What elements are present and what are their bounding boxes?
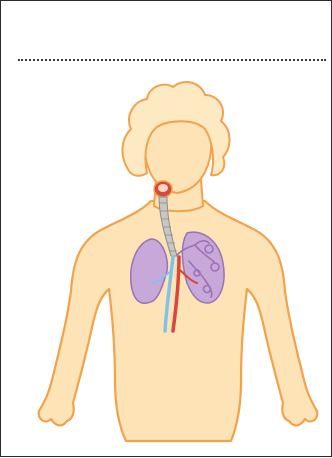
- mouth-inner: [158, 184, 168, 192]
- body-torso: [39, 201, 318, 441]
